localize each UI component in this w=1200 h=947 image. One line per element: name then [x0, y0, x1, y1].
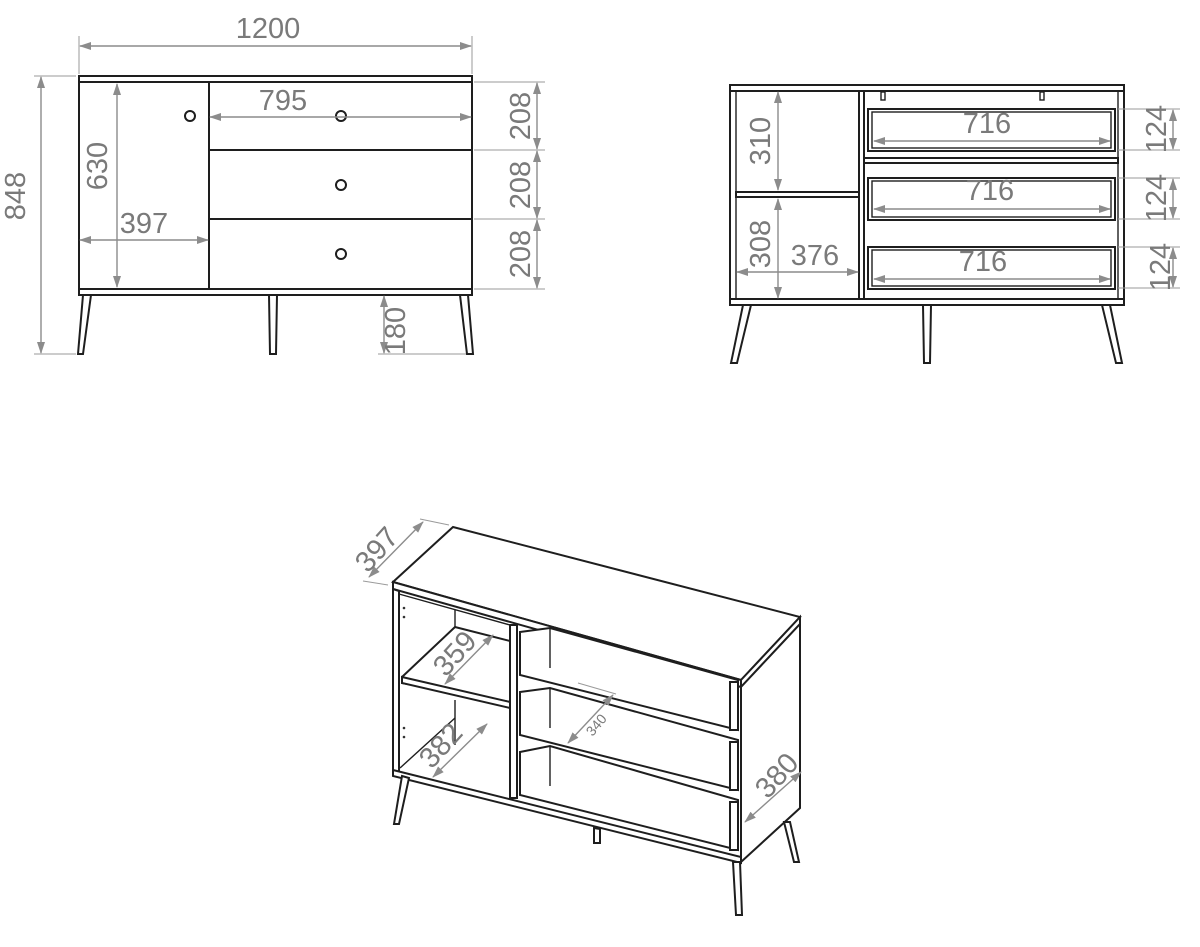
drawer-knob — [335, 110, 347, 122]
drawer-width-label: 795 — [259, 85, 307, 117]
front-view: 1200 848 630 397 795 208 208 208 180 — [0, 13, 545, 355]
lower-compartment-height-label: 308 — [745, 220, 777, 268]
lower-shelf-depth-label: 382 — [413, 717, 469, 774]
shelf — [735, 191, 860, 198]
drawer-knob — [335, 248, 347, 260]
drawer-height-label: 208 — [505, 161, 537, 209]
drawer-inner-height-label: 124 — [1141, 105, 1173, 153]
door-height-label: 630 — [82, 142, 114, 190]
isometric-view: 397 359 382 340 380 — [349, 518, 805, 916]
drawer-inner-width-label: 716 — [963, 108, 1011, 140]
drawer-height-label: 208 — [505, 92, 537, 140]
leg — [458, 294, 475, 355]
open-front-view: 310 308 376 716 716 716 124 124 124 — [729, 84, 1180, 364]
drawer-inner-width-label: 716 — [966, 175, 1014, 207]
leg-height-label: 180 — [380, 307, 412, 355]
drawer-inner-width-label: 716 — [959, 246, 1007, 278]
upper-compartment-height-label: 310 — [745, 117, 777, 165]
drawer — [867, 177, 1116, 221]
total-width-label: 1200 — [236, 13, 301, 45]
drawer-inner-height-label: 124 — [1145, 243, 1177, 291]
iso-center-divider — [509, 624, 518, 799]
drawer-inner-height-label: 124 — [1141, 174, 1173, 222]
leg — [267, 294, 279, 355]
total-height-label: 848 — [0, 172, 32, 220]
depth-label: 397 — [349, 521, 405, 578]
door-knob — [184, 110, 196, 122]
drawer-knob — [335, 179, 347, 191]
door-width-label: 397 — [120, 208, 168, 240]
compartment-width-label: 376 — [791, 240, 839, 272]
drawer-height-label: 208 — [505, 230, 537, 278]
leg — [76, 294, 93, 355]
